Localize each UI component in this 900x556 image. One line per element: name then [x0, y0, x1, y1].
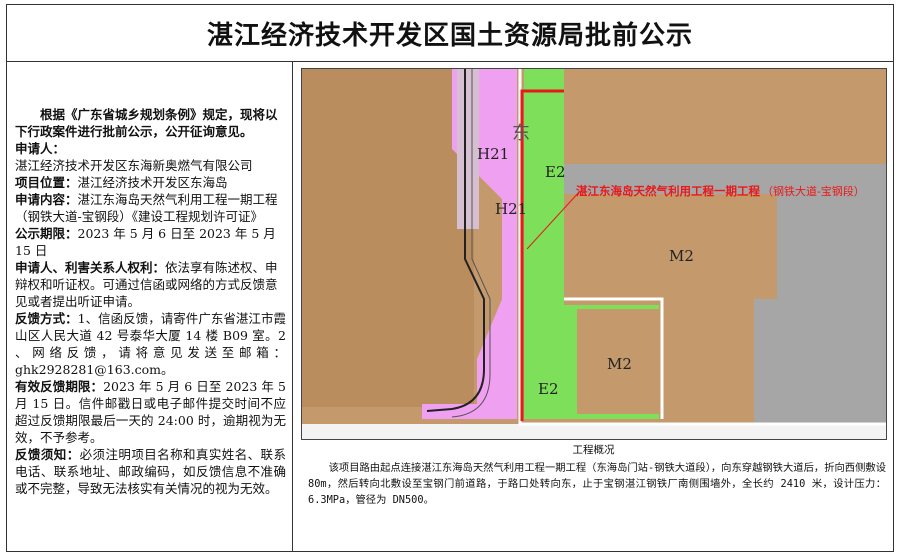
feedback-block: 反馈方式：1、信函反馈，请寄件广东省湛江市霞山区人民大道 42 号泰华大厦 14… [15, 310, 286, 378]
rights-block: 申请人、利害关系人权利：依法享有陈述权、申辩权和听证权。可通过信函或网络的方式反… [15, 259, 286, 310]
content-label: 申请内容： [15, 192, 78, 207]
rights-value: 依法享有陈述权、申辩权和听证权。可通过信函或网络的方式反馈意见或者提出听证申请。 [15, 260, 278, 309]
label-m2-right: M2 [669, 247, 694, 265]
valid-block: 有效反馈期限：2023 年 5 月 6 日至 2023 年 5 月 15 日。信… [15, 378, 286, 446]
label-e2-bottom: E2 [538, 380, 559, 398]
location-block: 项目位置：湛江经济技术开发区东海岛 [15, 174, 286, 191]
label-h21-b: H21 [495, 200, 527, 218]
feedback-label: 反馈方式： [15, 311, 78, 326]
land-grey-band [564, 164, 754, 194]
route-leader-line [526, 190, 581, 250]
location-value: 湛江经济技术开发区东海岛 [77, 175, 228, 190]
location-label: 项目位置： [15, 175, 78, 190]
label-e2-top: E2 [545, 163, 566, 181]
caption-title: 工程概况 [572, 444, 615, 456]
notes-block: 反馈须知：必须注明项目名称和真实姓名、联系电话、联系地址、邮政编码，如反馈信息不… [15, 446, 286, 497]
period-label: 公示期限： [15, 226, 78, 241]
valid-value: 2023 年 5 月 6 日至 2023 年 5 月 15 日。信件邮戳日或电子… [15, 379, 286, 445]
label-project-section: （钢铁大道-宝钢段） [762, 184, 865, 198]
title-row: 湛江经济技术开发区国土资源局批前公示 [7, 5, 893, 62]
notes-label: 反馈须知： [15, 447, 80, 462]
notes-value: 必须注明项目名称和真实姓名、联系电话、联系地址、邮政编码，如反馈信息不准确或不完… [15, 447, 286, 496]
land-left-parcel [302, 69, 474, 407]
label-project: 湛江东海岛天然气利用工程一期工程 [576, 184, 760, 198]
applicant-value: 湛江经济技术开发区东海新奥燃气有限公司 [15, 158, 253, 173]
content-block: 申请内容：湛江东海岛天然气利用工程一期工程（钢铁大道-宝钢段）《建设工程规划许可… [15, 191, 286, 225]
label-h21-a: H21 [477, 145, 509, 163]
hatched-band [457, 69, 479, 229]
bottom-strip [302, 424, 886, 439]
notice-frame: 湛江经济技术开发区国土资源局批前公示 根据《广东省城乡规划条例》规定，现将以下行… [6, 4, 894, 552]
period-value: 2023 年 5 月 6 日至 2023 年 5 月 15 日 [15, 226, 276, 258]
e2-green-strip [524, 69, 564, 419]
plan-panel: H21 H21 东 E2 E2 M2 M2 湛江东海岛天然气利用工程一期工程 （… [294, 62, 893, 551]
label-m2-mid: M2 [607, 355, 632, 373]
content-value: 湛江东海岛天然气利用工程一期工程（钢铁大道-宝钢段）《建设工程规划许可证》 [15, 192, 278, 224]
rights-label: 申请人、利害关系人权利： [15, 260, 166, 275]
label-dong: 东 [512, 123, 530, 144]
pipeline-grey [451, 69, 491, 418]
road-inner [564, 297, 664, 419]
applicant-label: 申请人： [15, 141, 66, 156]
caption-body: 该项目路由起点连接湛江东海岛天然气利用工程一期工程（东海岛门站-钢铁大道段），向… [308, 462, 886, 506]
site-plan-svg: H21 H21 东 E2 E2 M2 M2 湛江东海岛天然气利用工程一期工程 （… [302, 69, 886, 439]
page-title: 湛江经济技术开发区国土资源局批前公示 [206, 20, 693, 51]
applicant-block: 申请人： [15, 140, 286, 157]
valid-label: 有效反馈期限： [15, 379, 104, 394]
corridor-magenta [422, 69, 517, 419]
notice-intro: 根据《广东省城乡规划条例》规定，现将以下行政案件进行批前公示，公开征询意见。 [15, 107, 278, 139]
m2-parcel-large [577, 194, 777, 299]
road-edge [518, 69, 886, 426]
notice-panel: 根据《广东省城乡规划条例》规定，现将以下行政案件进行批前公示，公开征询意见。 申… [7, 62, 293, 551]
period-block: 公示期限：2023 年 5 月 6 日至 2023 年 5 月 15 日 [15, 225, 286, 259]
pipeline-black [426, 69, 485, 412]
m2-parcel-mid [577, 309, 662, 414]
site-plan-map: H21 H21 东 E2 E2 M2 M2 湛江东海岛天然气利用工程一期工程 （… [301, 68, 887, 440]
feedback-value: 1、信函反馈，请寄件广东省湛江市霞山区人民大道 42 号泰华大厦 14 楼 B0… [15, 311, 286, 377]
project-route [520, 89, 564, 421]
